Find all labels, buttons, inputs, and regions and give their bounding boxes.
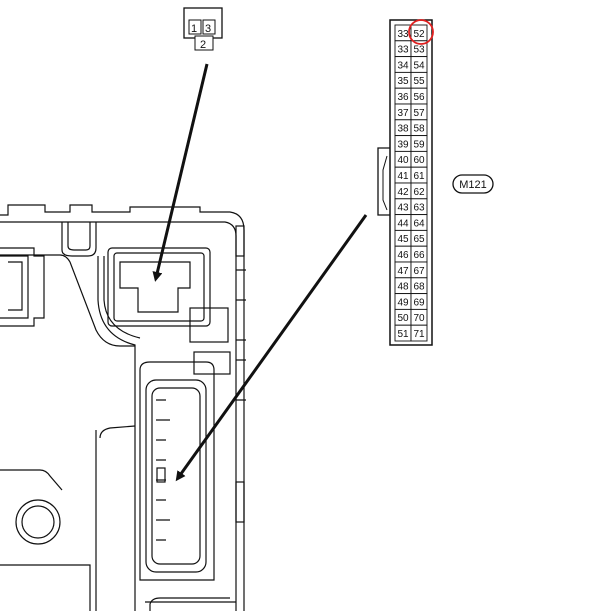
pin-number-right: 61 (413, 171, 425, 182)
pin-number-right: 55 (413, 76, 425, 87)
pin-number-right: 54 (413, 60, 425, 71)
pin-number-right: 56 (413, 92, 425, 103)
pin-number-left: 44 (397, 218, 409, 229)
pin-number-left: 47 (397, 266, 409, 277)
pin-number-left: 37 (397, 108, 409, 119)
pin-number-right: 70 (413, 313, 425, 324)
pin-number-left: 50 (397, 313, 409, 324)
highlight-circle (408, 19, 434, 45)
pin-number-left: 39 (397, 139, 409, 150)
connector-label: M121 (452, 174, 494, 194)
small-connector-pin-1: 1 (191, 23, 197, 35)
pin-cell (410, 324, 428, 342)
pin-number-right: 66 (413, 250, 425, 261)
pin-number-left: 40 (397, 155, 409, 166)
connector-label-text: M121 (459, 179, 487, 191)
pin-number-left: 35 (397, 76, 409, 87)
pin-number-left: 42 (397, 187, 409, 198)
pin-number-left: 38 (397, 124, 409, 135)
pin-grid: 33 52 33 53 34 54 35 55 36 56 37 57 38 58 39 59 40 60 41 61… (394, 24, 428, 342)
large-connector: 33 52 33 53 34 54 35 55 36 56 37 57 38 58 39 59 40 60 41 61… (377, 19, 434, 346)
pin-number-right: 67 (413, 266, 425, 277)
pin-number-left: 51 (397, 329, 409, 340)
pin-number-right: 64 (413, 218, 425, 229)
pin-number-left: 33 (397, 29, 409, 40)
pin-number-right: 60 (413, 155, 425, 166)
pin-number-left: 48 (397, 282, 409, 293)
pin-number-right: 62 (413, 187, 425, 198)
pin-number-left: 43 (397, 203, 409, 214)
pin-number-right: 53 (413, 45, 425, 56)
pin-number-right: 59 (413, 139, 425, 150)
module-housing (0, 204, 246, 611)
pin-number-right: 63 (413, 203, 425, 214)
pin-number-left: 33 (397, 45, 409, 56)
pin-number-right: 65 (413, 234, 425, 245)
arrow-large-connector (175, 214, 368, 482)
pin-number-right: 71 (413, 329, 425, 340)
pin-number-left: 36 (397, 92, 409, 103)
pin-number-right: 68 (413, 282, 425, 293)
pin-number-right: 52 (413, 29, 425, 40)
pin-number-left: 46 (397, 250, 409, 261)
pin-number-right: 69 (413, 297, 425, 308)
pin-number-left: 45 (397, 234, 409, 245)
pin-number-right: 58 (413, 124, 425, 135)
small-connector: 1 3 2 (183, 7, 223, 51)
pin-number-left: 41 (397, 171, 409, 182)
arrow-small-connector (152, 63, 209, 282)
pin-number-left: 49 (397, 297, 409, 308)
small-connector-pin-3: 3 (205, 23, 211, 35)
pin-number-left: 34 (397, 60, 409, 71)
small-connector-pin-2: 2 (200, 39, 206, 51)
pin-number-right: 57 (413, 108, 425, 119)
